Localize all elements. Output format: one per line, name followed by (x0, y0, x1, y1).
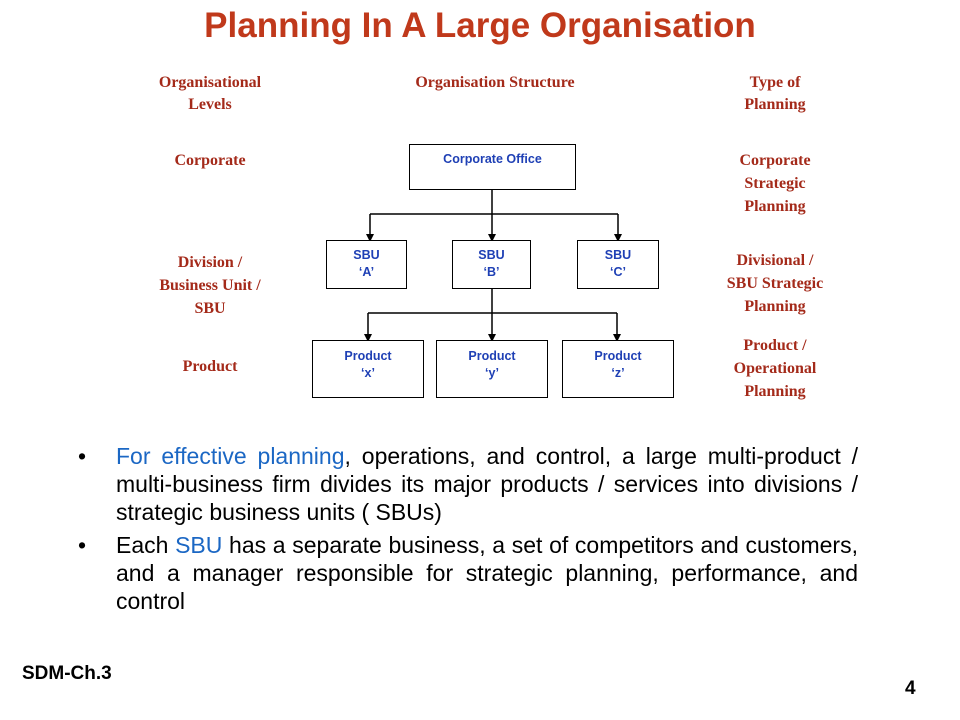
header-organisation-structure: Organisation Structure (415, 74, 575, 91)
header-levels-line2: Levels (188, 96, 232, 113)
sbu-b-line1: SBU (478, 248, 505, 262)
bullet-2-prefix: Each (116, 532, 176, 558)
product-y-line2: ‘y’ (485, 366, 499, 380)
planning-divisional-line2: SBU Strategic (726, 275, 824, 292)
level-division-line2: Business Unit / (159, 277, 261, 294)
sbu-c-box: SBU ‘C’ (577, 240, 659, 289)
planning-divisional-sbu: Divisional / SBU Strategic Planning (680, 249, 870, 318)
sbu-a-line1: SBU (353, 248, 380, 262)
planning-corporate-strategic: Corporate Strategic Planning (680, 149, 870, 218)
product-x-box: Product ‘x’ (312, 340, 424, 398)
product-z-line2: ‘z’ (611, 366, 625, 380)
bullet-item-2: • Each SBU has a separate business, a set… (76, 531, 858, 615)
bullet-marker-1: • (78, 443, 87, 469)
header-planning-line2: Planning (744, 96, 806, 113)
footer-course-label: SDM-Ch.3 (22, 663, 112, 684)
bullet-1-highlight: For effective planning (116, 443, 345, 469)
planning-product-line1: Product / (743, 337, 807, 354)
level-product: Product (182, 358, 238, 375)
planning-divisional-line3: Planning (744, 298, 806, 315)
bullet-item-1: • For effective planning, operations, and… (76, 442, 858, 526)
header-levels-line1: Organisational (158, 74, 262, 91)
planning-corporate-line2: Strategic (744, 175, 806, 192)
planning-product-line3: Planning (744, 383, 806, 400)
sbu-b-box: SBU ‘B’ (452, 240, 531, 289)
bullet-list: • For effective planning, operations, and… (76, 442, 858, 620)
sbu-b-line2: ‘B’ (483, 265, 500, 279)
corporate-office-box: Corporate Office (409, 144, 576, 190)
level-division-line3: SBU (194, 300, 226, 317)
product-y-line1: Product (468, 349, 516, 363)
level-division: Division / Business Unit / SBU (120, 251, 300, 320)
product-y-box: Product ‘y’ (436, 340, 548, 398)
planning-divisional-line1: Divisional / (736, 252, 814, 269)
product-z-box: Product ‘z’ (562, 340, 674, 398)
sbu-a-box: SBU ‘A’ (326, 240, 407, 289)
bullet-1-text: , operations, and control, a large multi… (116, 443, 858, 525)
sbu-c-line1: SBU (604, 248, 632, 262)
level-division-line1: Division / (177, 254, 243, 271)
sbu-c-line2: ‘C’ (610, 265, 626, 279)
bullet-marker-2: • (78, 532, 87, 558)
header-organisational-levels: Organisational Levels (120, 72, 300, 116)
sbu-a-line2: ‘A’ (358, 265, 375, 279)
bullet-2-text: has a separate business, a set of compet… (116, 532, 858, 614)
product-x-line2: ‘x’ (361, 366, 375, 380)
planning-corporate-line3: Planning (744, 198, 806, 215)
corporate-office-label: Corporate Office (443, 152, 542, 166)
product-x-line1: Product (344, 349, 392, 363)
level-corporate: Corporate (174, 152, 246, 169)
planning-product-line2: Operational (733, 360, 817, 377)
product-z-line1: Product (594, 349, 642, 363)
bullet-2-highlight: SBU (175, 532, 223, 558)
slide-title: Planning In A Large Organisation (204, 6, 756, 45)
planning-corporate-line1: Corporate (739, 152, 811, 169)
planning-product-operational: Product / Operational Planning (680, 334, 870, 403)
header-type-of-planning: Type of Planning (685, 72, 865, 116)
header-planning-line1: Type of (749, 74, 801, 91)
footer-page-number: 4 (905, 678, 916, 699)
